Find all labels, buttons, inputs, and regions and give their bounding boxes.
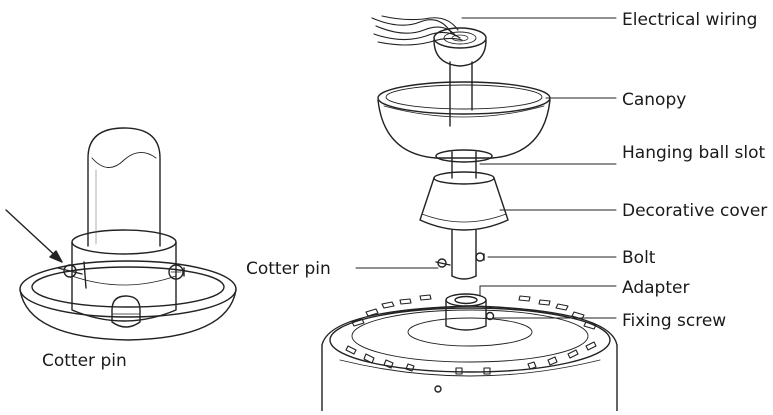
- adapter-part: [446, 294, 486, 330]
- detail-down-rod: [88, 128, 160, 246]
- leader-lines: [356, 18, 616, 318]
- decorative-cover-part: [420, 172, 508, 230]
- detail-adapter-assembly: [6, 128, 236, 340]
- housing-vent-slots: [346, 295, 596, 374]
- detail-pointer-arrow: [6, 210, 62, 262]
- label-decorative-cover: Decorative cover: [622, 201, 768, 221]
- canopy-part: [378, 82, 550, 162]
- label-hanging-ball-slot: Hanging ball slot: [622, 143, 766, 163]
- label-canopy: Canopy: [622, 90, 687, 110]
- label-cotter-pin-center: Cotter pin: [246, 259, 331, 279]
- detail-cotter-pin: [58, 262, 86, 288]
- bolt-part: [476, 253, 484, 261]
- motor-housing: [322, 295, 617, 411]
- hanging-ball-part: [434, 28, 486, 66]
- down-rod: [450, 62, 476, 279]
- detail-mounting-plate: [20, 261, 236, 340]
- label-bolt: Bolt: [622, 248, 656, 268]
- detail-hanging-ball: [112, 296, 140, 327]
- label-cotter-pin-left: Cotter pin: [42, 351, 127, 371]
- detail-adapter-sleeve: [72, 230, 176, 321]
- fixing-screw-part: [487, 313, 494, 320]
- label-fixing-screw: Fixing screw: [622, 311, 727, 331]
- label-adapter: Adapter: [622, 278, 690, 298]
- label-electrical-wiring: Electrical wiring: [622, 10, 758, 30]
- cotter-pin-part: [436, 259, 450, 267]
- electrical-wires: [372, 16, 462, 45]
- detail-bolt: [169, 265, 184, 279]
